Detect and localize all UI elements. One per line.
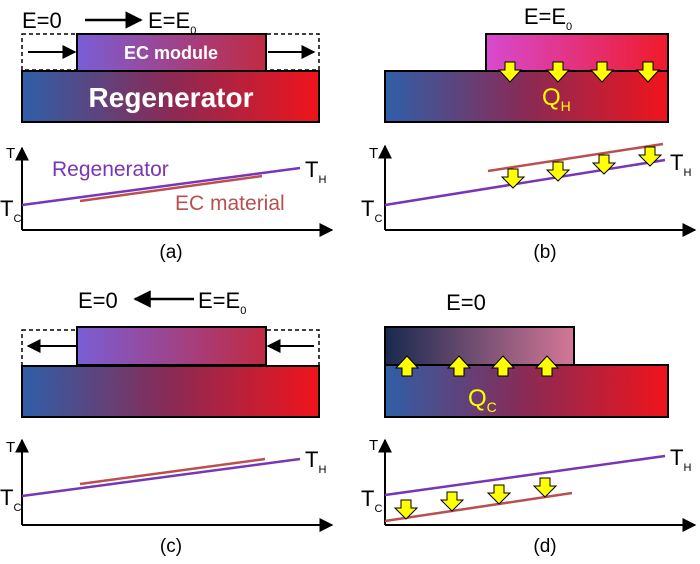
heat-qc-label: QC xyxy=(468,385,497,415)
panel-d: E=0 QC T TC TH (d) xyxy=(361,290,697,557)
heat-arrow-up-icon xyxy=(394,355,420,377)
panel-c-caption: (c) xyxy=(160,536,182,557)
field-to-label: E=E0 xyxy=(198,288,246,317)
ec-module xyxy=(76,326,267,366)
ec-module-label: EC module xyxy=(124,43,218,63)
ec-material-curve-label: EC material xyxy=(175,192,285,215)
ec-module xyxy=(76,33,267,72)
ec-material-temperature-line xyxy=(79,457,266,486)
th-label: TH xyxy=(305,157,326,186)
regenerator xyxy=(21,365,320,418)
regenerator-temperature-line xyxy=(384,158,666,207)
temperature-axis-label: T xyxy=(369,145,378,162)
temperature-axis-label: T xyxy=(6,439,15,456)
heat-arrow-down-icon xyxy=(486,484,512,505)
heat-arrows-up xyxy=(394,355,560,377)
panel-a: E=0 E=E0 EC module Regenerator T TC TH R… xyxy=(0,8,334,263)
field-from-label: E=0 xyxy=(22,8,62,33)
heat-arrow-up-icon xyxy=(446,355,472,377)
panel-b: E=E0 QH T TC TH (b) xyxy=(361,4,697,263)
tc-label: TC xyxy=(0,485,21,514)
heat-arrow-down-icon xyxy=(545,61,571,83)
ec-material-temperature-line xyxy=(384,491,573,523)
panel-d-caption: (d) xyxy=(533,536,556,557)
heat-arrows-down xyxy=(497,61,661,83)
heat-arrow-down-icon xyxy=(497,61,523,83)
heat-arrow-down-icon xyxy=(637,146,663,167)
heat-arrow-up-icon xyxy=(490,355,516,377)
th-label: TH xyxy=(670,150,691,179)
field-from-label: E=0 xyxy=(78,288,118,313)
tc-label: TC xyxy=(0,196,21,225)
field-label: E=0 xyxy=(446,290,486,315)
heat-arrow-up-icon xyxy=(534,355,560,377)
th-label: TH xyxy=(305,447,326,476)
th-label: TH xyxy=(670,445,691,474)
tc-label: TC xyxy=(361,486,382,515)
ec-material-temperature-line xyxy=(487,142,664,173)
heat-arrow-down-icon xyxy=(393,499,419,520)
tc-label: TC xyxy=(361,196,382,225)
heat-arrow-down-icon xyxy=(439,491,465,512)
regenerator xyxy=(384,70,669,123)
heat-arrows-down xyxy=(393,477,558,520)
ec-module xyxy=(485,33,669,73)
heat-arrow-down-icon xyxy=(591,154,617,175)
regenerator-label: Regenerator xyxy=(89,82,254,113)
regenerator xyxy=(21,70,320,123)
field-to-label: E=E0 xyxy=(148,8,196,37)
temperature-axis-label: T xyxy=(6,145,15,162)
heat-arrow-down-icon xyxy=(589,61,615,83)
panel-c: E=0 E=E0 T TC TH (c) xyxy=(0,288,334,557)
heat-arrow-down-icon xyxy=(500,168,526,189)
regenerator-temperature-line xyxy=(21,166,301,207)
heat-qh-label: QH xyxy=(542,84,571,114)
heat-arrow-down-icon xyxy=(545,161,571,182)
temperature-axis-label: T xyxy=(369,437,378,454)
regenerator-temperature-line xyxy=(21,457,301,498)
regenerator-temperature-line xyxy=(384,454,666,497)
field-label: E=E0 xyxy=(524,4,572,33)
heat-arrows-down xyxy=(500,146,663,189)
regenerator xyxy=(384,364,669,418)
heat-arrow-down-icon xyxy=(532,477,558,498)
heat-arrow-down-icon xyxy=(635,61,661,83)
ec-material-temperature-line xyxy=(79,174,263,203)
panel-a-caption: (a) xyxy=(159,242,182,263)
regenerator-curve-label: Regenerator xyxy=(52,158,169,181)
panel-b-caption: (b) xyxy=(533,242,556,263)
